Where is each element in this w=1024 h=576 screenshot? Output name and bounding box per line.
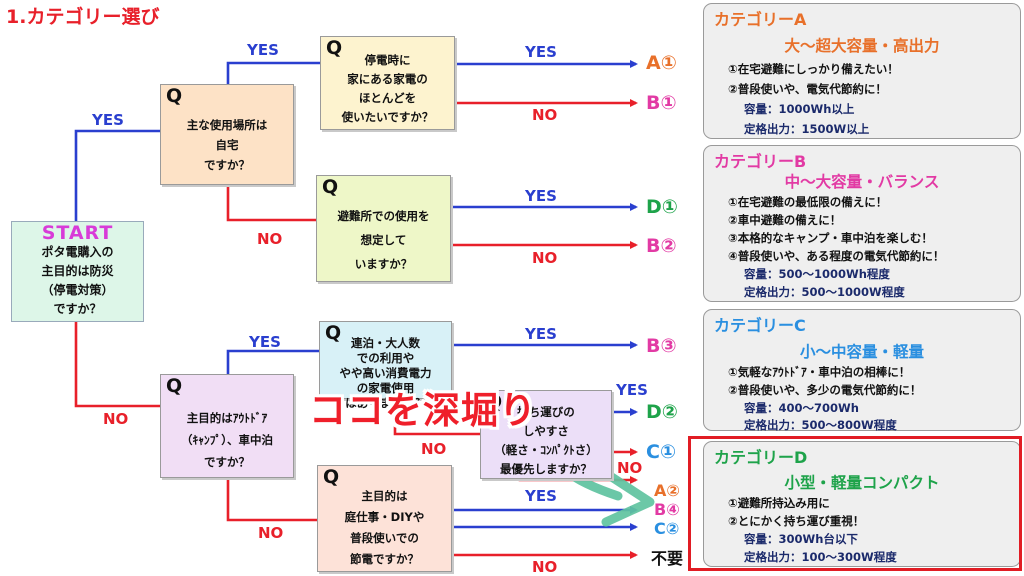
- no-label: NO: [103, 410, 129, 428]
- category-item: ①気軽なｱｳﾄﾄﾞｱ・車中泊の相棒に！: [728, 365, 911, 379]
- q4-yes-line: [226, 349, 319, 374]
- category-title: カテゴリーD: [714, 448, 808, 467]
- category-b-card: カテゴリーB 中〜大容量・バランス ①在宅避難の最低限の備えに！ ②車中避難の備…: [703, 145, 1021, 302]
- start-question: ポタ電購入の 主目的は防災 （停電対策） ですか？: [41, 245, 114, 316]
- category-capacity: 容量：500〜1000Wh程度: [744, 267, 890, 281]
- category-a-card: カテゴリーA 大〜超大容量・高出力 ①在宅避難にしっかり備えたい！ ②普段使いや…: [703, 3, 1021, 139]
- start-yes-line: [74, 129, 160, 222]
- no-label: NO: [532, 249, 558, 267]
- deep-dive-callout: ココを深堀り: [309, 389, 537, 432]
- q-mark: Q: [166, 85, 183, 107]
- q4-no-line: [226, 478, 317, 522]
- q-mark: Q: [322, 176, 339, 198]
- question-text: 連泊・大人数 での利用や やや高い消費電力 の家電使用 はありますか？: [339, 336, 432, 410]
- yes-label: YES: [92, 111, 124, 129]
- q5-no-line: [393, 398, 480, 436]
- category-capacity: 容量：400〜700Wh: [744, 401, 859, 415]
- category-item: ④普段使いや、ある程度の電気代節約に！: [728, 249, 945, 263]
- start-box: START ポタ電購入の 主目的は防災 （停電対策） ですか？: [11, 221, 144, 322]
- category-output: 定格出力：500〜1000W程度: [744, 285, 905, 299]
- q1-no-line: [226, 184, 316, 222]
- page-title: 1.カテゴリー選び: [6, 6, 160, 28]
- question-text: 主な使用場所は 自宅 ですか？: [186, 118, 268, 172]
- question-text: 持ち運びの しやすさ （軽さ・ｺﾝﾊﾟｸﾄさ） 最優先しますか？: [494, 405, 598, 476]
- category-item: ②普段使いや、多少の電気代節約に！: [728, 383, 922, 397]
- category-item: ①在宅避難の最低限の備えに！: [728, 195, 888, 209]
- question-text: 停電時に 家にある家電の ほとんどを 使いたいですか？: [341, 53, 434, 124]
- question-power-outage: Q 停電時に 家にある家電の ほとんどを 使いたいですか？: [320, 36, 455, 130]
- result-none: 不要: [651, 549, 684, 568]
- result-b4: B④: [654, 500, 680, 519]
- category-capacity: 容量：300Wh台以下: [744, 532, 858, 546]
- yes-label: YES: [525, 325, 557, 343]
- result-c1: C①: [646, 441, 677, 463]
- yes-label: YES: [247, 41, 279, 59]
- no-label: NO: [532, 558, 558, 576]
- yes-label: YES: [616, 381, 648, 399]
- category-d-card: カテゴリーD 小型・軽量コンパクト ①避難所持込み用に ②とにかく持ち運び重視！…: [703, 441, 1021, 567]
- category-subtitle: 中〜大容量・バランス: [784, 173, 940, 191]
- no-label: NO: [421, 440, 447, 458]
- category-item: ②普段使いや、電気代節約に！: [728, 82, 887, 96]
- question-outdoor: Q 主目的はｱｳﾄﾄﾞｱ （ｷｬﾝﾌﾟ）、車中泊 ですか？: [160, 374, 294, 478]
- result-b1: B①: [646, 92, 677, 114]
- question-evacuation: Q 避難所での使用を 想定して いますか？: [316, 175, 451, 282]
- category-subtitle: 小〜中容量・軽量: [799, 343, 924, 361]
- category-d-highlight-frame: [688, 436, 1022, 571]
- yes-label: YES: [525, 187, 557, 205]
- question-text: 主目的は 庭仕事・DIYや 普段使いでの 節電ですか？: [344, 489, 425, 566]
- result-c2: C②: [654, 519, 680, 538]
- category-item: ②車中避難の備えに！: [728, 213, 842, 227]
- q-mark: Q: [326, 37, 343, 59]
- category-item: ①在宅避難にしっかり備えたい！: [728, 62, 899, 76]
- no-label: NO: [532, 106, 558, 124]
- yes-label: YES: [525, 487, 557, 505]
- start-label: START: [41, 222, 114, 244]
- yes-label: YES: [525, 43, 557, 61]
- result-b2: B②: [646, 235, 677, 257]
- category-title: カテゴリーA: [714, 10, 807, 29]
- question-portability: Q 持ち運びの しやすさ （軽さ・ｺﾝﾊﾟｸﾄさ） 最優先しますか？: [480, 390, 612, 479]
- category-title: カテゴリーC: [714, 316, 806, 335]
- yes-label: YES: [249, 333, 281, 351]
- no-label: NO: [257, 230, 283, 248]
- q-mark: Q: [166, 375, 183, 397]
- q-mark: Q: [323, 466, 340, 488]
- category-output: 定格出力：100〜300W程度: [744, 550, 897, 564]
- question-multi-night: Q 連泊・大人数 での利用や やや高い消費電力 の家電使用 はありますか？: [319, 321, 452, 410]
- category-subtitle: 小型・軽量コンパクト: [784, 474, 940, 492]
- question-main-location: Q 主な使用場所は 自宅 ですか？: [160, 84, 294, 185]
- category-item: ③本格的なキャンプ・車中泊を楽しむ！: [728, 231, 933, 245]
- result-b3: B③: [646, 335, 677, 357]
- category-item: ①避難所持込み用に: [728, 496, 830, 510]
- q-mark: Q: [325, 322, 342, 344]
- category-c-card: カテゴリーC 小〜中容量・軽量 ①気軽なｱｳﾄﾄﾞｱ・車中泊の相棒に！ ②普段使…: [703, 309, 1021, 432]
- category-title: カテゴリーB: [714, 152, 807, 171]
- no-label: NO: [617, 459, 643, 477]
- result-d2: D②: [646, 401, 678, 423]
- start-no-line: [74, 322, 160, 408]
- category-subtitle: 大〜超大容量・高出力: [784, 37, 940, 55]
- question-diy: Q 主目的は 庭仕事・DIYや 普段使いでの 節電ですか？: [317, 465, 452, 572]
- result-d1: D①: [646, 196, 678, 218]
- category-output: 定格出力：500〜800W程度: [744, 418, 897, 432]
- question-text: 避難所での使用を 想定して いますか？: [337, 209, 430, 271]
- result-a2: A②: [654, 481, 680, 500]
- question-text: 主目的はｱｳﾄﾄﾞｱ （ｷｬﾝﾌﾟ）、車中泊 ですか？: [181, 411, 273, 469]
- category-capacity: 容量：1000Wh以上: [744, 102, 855, 116]
- category-item: ②とにかく持ち運び重視！: [728, 514, 865, 528]
- q1-yes-line: [226, 61, 320, 84]
- no-label: NO: [258, 524, 284, 542]
- category-output: 定格出力：1500W以上: [744, 122, 870, 136]
- q-mark: Q: [486, 391, 503, 413]
- result-a1: A①: [646, 52, 677, 74]
